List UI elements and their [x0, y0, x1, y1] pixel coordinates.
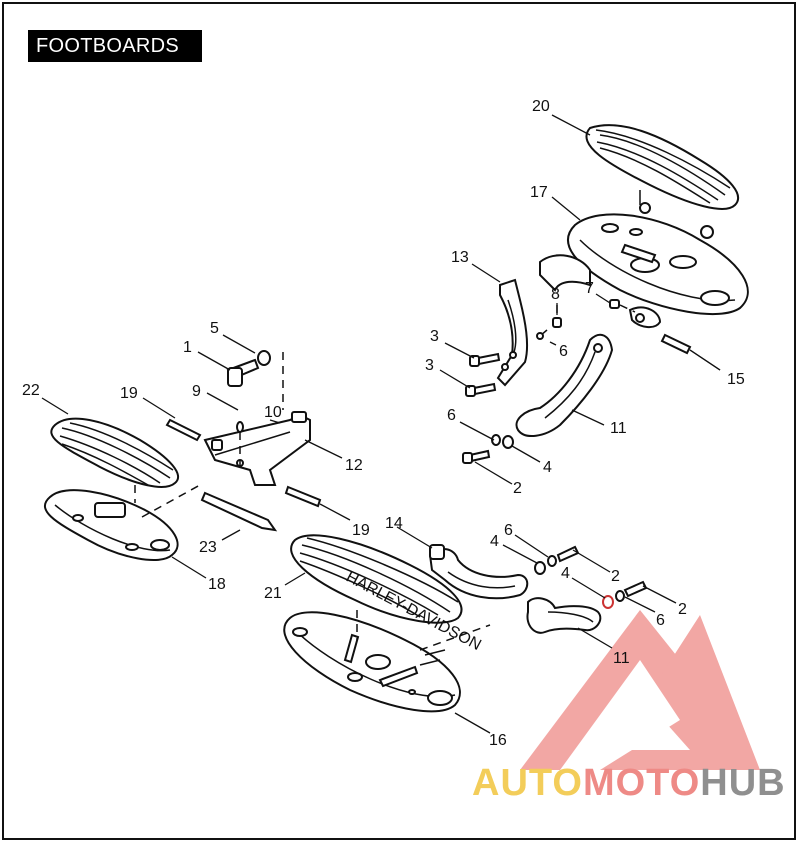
part-number-labels: 20 17 13 7 8 3 6 3 15 6 11 4 2 5 1 9 19 …: [22, 98, 745, 749]
hardware-7-8-15: [536, 299, 721, 371]
footboard-base-17: [567, 213, 749, 315]
label-4c: 4: [561, 565, 570, 582]
label-13: 13: [451, 249, 469, 266]
watermark-text: AUTOMOTOHUB: [472, 762, 786, 804]
label-2c: 2: [678, 601, 687, 618]
label-4b: 4: [490, 533, 499, 550]
label-21: 21: [264, 585, 282, 602]
support-arm-11-upper: [515, 333, 614, 437]
label-11b: 11: [613, 650, 630, 667]
label-9: 9: [192, 383, 201, 400]
footboard-pad-20: [585, 124, 740, 239]
label-3b: 3: [425, 357, 434, 374]
label-5: 5: [210, 320, 219, 337]
label-6d: 6: [656, 612, 665, 629]
label-6c: 6: [504, 522, 513, 539]
label-1: 1: [183, 339, 192, 356]
label-18: 18: [208, 576, 226, 593]
bracket-13: [496, 254, 591, 387]
label-3a: 3: [430, 328, 439, 345]
label-2a: 2: [513, 480, 522, 497]
label-6b: 6: [447, 407, 456, 424]
label-15: 15: [727, 371, 745, 388]
title-box: FOOTBOARDS: [28, 30, 202, 62]
support-arm-11-lower: [526, 597, 602, 634]
label-16: 16: [489, 732, 507, 749]
label-14: 14: [385, 515, 403, 532]
label-19a: 19: [120, 385, 138, 402]
watermark-hub: HUB: [700, 762, 785, 804]
label-23: 23: [199, 539, 217, 556]
label-8: 8: [551, 286, 560, 303]
label-6a: 6: [559, 343, 568, 360]
bracket-14: [428, 544, 529, 600]
label-17: 17: [530, 184, 548, 201]
label-11a: 11: [610, 420, 627, 437]
label-2b: 2: [611, 568, 620, 585]
plate-23: [200, 491, 278, 532]
label-10: 10: [264, 404, 282, 421]
label-22: 22: [22, 382, 40, 399]
watermark-logo: [520, 610, 760, 770]
footboard-base-16: [283, 611, 461, 713]
label-7: 7: [585, 280, 594, 297]
watermark-moto: MOTO: [583, 762, 700, 804]
watermark-auto: AUTO: [472, 762, 583, 804]
label-20: 20: [532, 98, 550, 115]
bracket-12: [203, 411, 311, 486]
upper-bolts-washers: [462, 352, 514, 464]
footboard-pad-22: [50, 417, 180, 488]
label-19b: 19: [352, 522, 370, 539]
footboard-base-18: [43, 489, 179, 562]
leader-lines: [41, 114, 721, 734]
label-4a: 4: [543, 459, 552, 476]
hardware-1-5-9: [226, 350, 284, 465]
label-12: 12: [345, 457, 363, 474]
page-title: FOOTBOARDS: [36, 35, 180, 57]
pins-19: [165, 418, 322, 508]
